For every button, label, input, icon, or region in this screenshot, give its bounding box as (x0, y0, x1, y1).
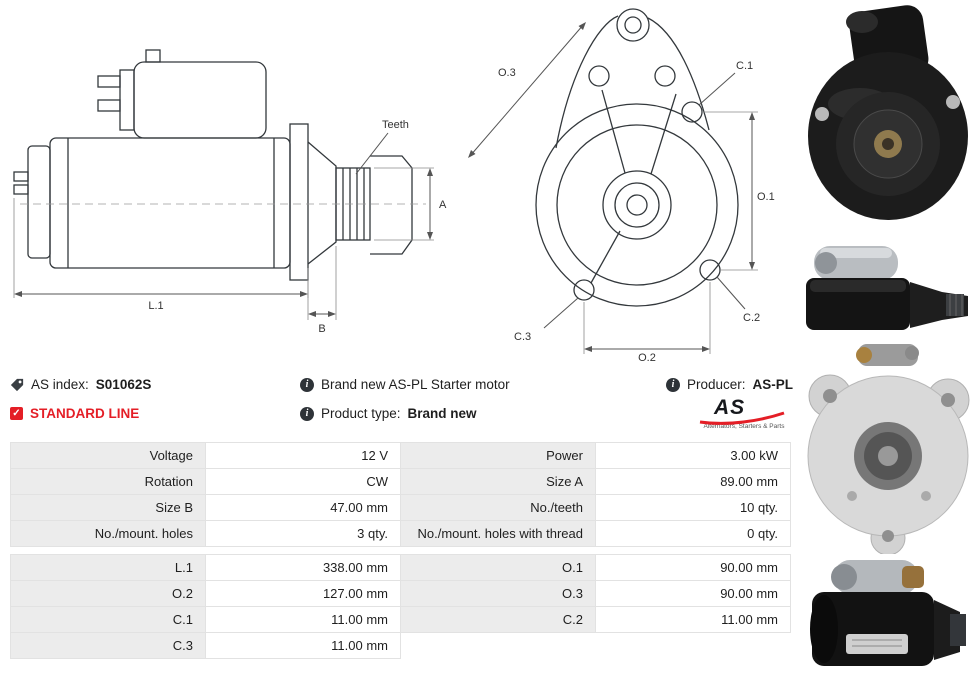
spec-value: 338.00 mm (205, 554, 401, 581)
standard-line: ✓ STANDARD LINE (10, 406, 139, 421)
dim-label-o3: O.3 (498, 67, 516, 79)
table-row: L.1 338.00 mm O.1 90.00 mm (10, 554, 791, 581)
spec-value: 10 qty. (595, 494, 791, 521)
spec-label: Rotation (10, 468, 206, 495)
dim-label-c1: C.1 (736, 60, 753, 72)
checkbox-icon: ✓ (10, 407, 23, 420)
as-index-value: S01062S (95, 377, 152, 392)
spec-value: 12 V (205, 442, 401, 469)
producer-label: Producer: (687, 377, 746, 392)
table-row: Rotation CW Size A 89.00 mm (10, 468, 791, 495)
dim-label-a: A (439, 199, 447, 211)
spec-label: Size B (10, 494, 206, 521)
product-photos (800, 4, 976, 684)
tag-icon (10, 378, 24, 391)
spec-value: 11.00 mm (205, 632, 401, 659)
spec-label: L.1 (10, 554, 206, 581)
info-icon: i (666, 377, 680, 392)
spec-label: C.2 (400, 606, 596, 633)
dim-label-o1: O.1 (757, 191, 775, 203)
as-index: AS index: S01062S (10, 377, 151, 392)
spec-label: C.1 (10, 606, 206, 633)
dim-label-o2: O.2 (638, 352, 656, 364)
spec-value: CW (205, 468, 401, 495)
logo-tagline: Alternators, Starters & Parts (703, 423, 785, 430)
spec-label: C.3 (10, 632, 206, 659)
product-photo-rear-flange (807, 344, 970, 554)
spec-value: 0 qty. (595, 520, 791, 547)
spec-value: 47.00 mm (205, 494, 401, 521)
logo-swoosh-icon (699, 411, 785, 425)
table-row: Size B 47.00 mm No./teeth 10 qty. (10, 494, 791, 521)
producer-value: AS-PL (752, 377, 794, 392)
product-description: i Brand new AS-PL Starter motor (300, 377, 510, 392)
spec-value: 11.00 mm (595, 606, 791, 633)
spec-label: No./mount. holes with thread (400, 520, 596, 547)
dim-label-b: B (318, 323, 325, 335)
producer: i Producer: AS-PL (666, 377, 793, 392)
spec-table: Voltage 12 V Power 3.00 kW Rotation CW S… (10, 442, 791, 659)
table-row: No./mount. holes 3 qty. No./mount. holes… (10, 520, 791, 547)
spec-label: O.1 (400, 554, 596, 581)
logo-text: AS (714, 396, 746, 419)
spec-table-group2: L.1 338.00 mm O.1 90.00 mm O.2 127.00 mm… (10, 554, 791, 659)
info-icon: i (300, 406, 314, 421)
spec-label: No./mount. holes (10, 520, 206, 547)
dim-label-c2: C.2 (743, 312, 760, 324)
dim-label-l1: L.1 (148, 300, 163, 312)
table-row: Voltage 12 V Power 3.00 kW (10, 442, 791, 469)
spec-value: 11.00 mm (205, 606, 401, 633)
product-type-label: Product type: (321, 406, 401, 421)
as-pl-logo: AS Alternators, Starters & Parts (698, 396, 790, 430)
standard-line-label: STANDARD LINE (30, 406, 140, 421)
spec-value: 90.00 mm (595, 580, 791, 607)
as-index-label: AS index: (31, 377, 89, 392)
table-row: O.2 127.00 mm O.3 90.00 mm (10, 580, 791, 607)
spec-value: 3 qty. (205, 520, 401, 547)
spec-label: Voltage (10, 442, 206, 469)
spec-empty-cell (596, 633, 791, 659)
front-view-drawing: O.3 C.1 O.1 C.3 C.2 O.2 (468, 8, 775, 364)
info-icon: i (300, 377, 314, 392)
product-type-value: Brand new (407, 406, 477, 421)
spec-label: O.3 (400, 580, 596, 607)
dim-label-c3: C.3 (514, 331, 531, 343)
table-row: C.1 11.00 mm C.2 11.00 mm (10, 606, 791, 633)
spec-empty-cell (401, 633, 596, 659)
spec-label: Power (400, 442, 596, 469)
side-view-drawing: Teeth A L.1 B (13, 49, 447, 335)
spec-value: 90.00 mm (595, 554, 791, 581)
teeth-label: Teeth (382, 119, 409, 131)
spec-value: 89.00 mm (595, 468, 791, 495)
product-photo-side (806, 246, 968, 330)
spec-value: 3.00 kW (595, 442, 791, 469)
spec-label: Size A (400, 468, 596, 495)
spec-label: No./teeth (400, 494, 596, 521)
description-text: Brand new AS-PL Starter motor (321, 377, 510, 392)
spec-value: 127.00 mm (205, 580, 401, 607)
spec-table-group1: Voltage 12 V Power 3.00 kW Rotation CW S… (10, 442, 791, 547)
product-photo-angled (810, 560, 966, 666)
spec-label: O.2 (10, 580, 206, 607)
product-photo-front-top (808, 5, 968, 220)
product-type: i Product type: Brand new (300, 406, 477, 421)
table-row: C.3 11.00 mm (10, 632, 791, 659)
